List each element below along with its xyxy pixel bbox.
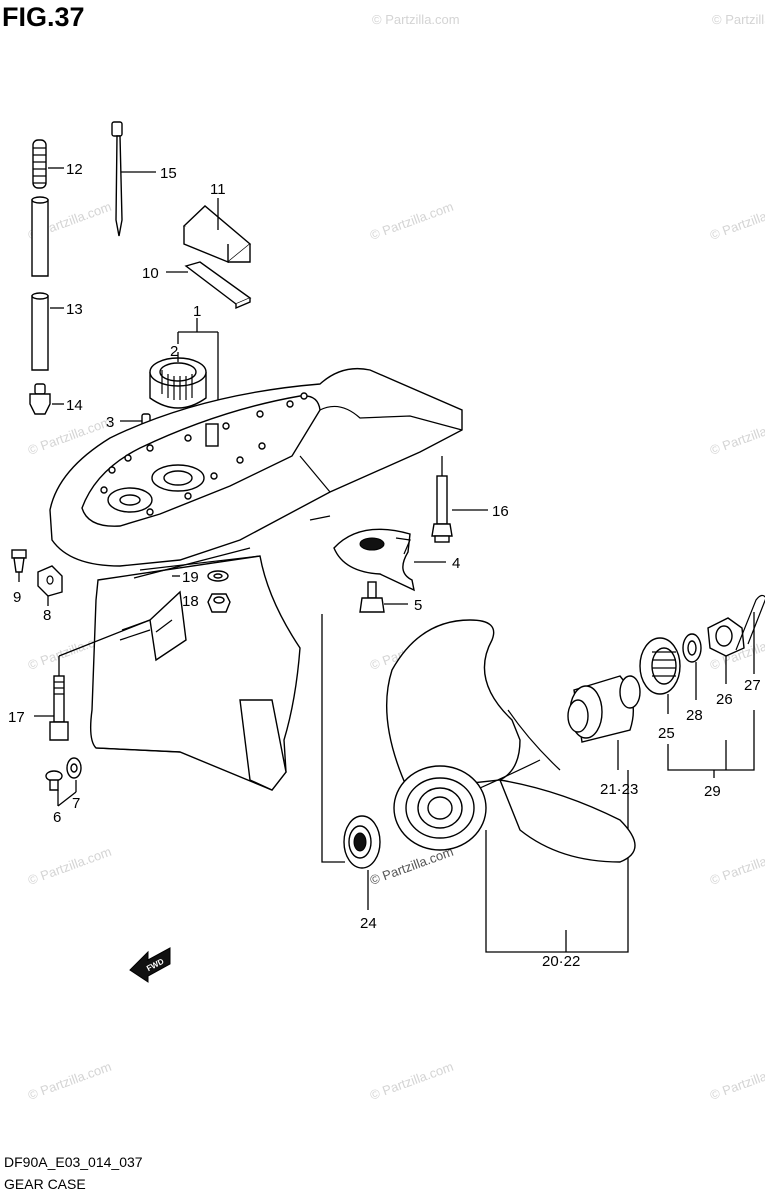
callout-19: 19 xyxy=(182,569,199,586)
part-2-bearing xyxy=(149,357,207,409)
callout-2: 2 xyxy=(170,343,178,360)
callout-25: 25 xyxy=(658,725,675,742)
part-6-bolt xyxy=(45,770,63,791)
part-21-bushing xyxy=(567,675,641,743)
callout-11: 11 xyxy=(210,181,226,198)
part-9-bolt xyxy=(11,549,27,573)
callout-18: 18 xyxy=(182,593,199,610)
watermark: © Partzilla.com xyxy=(372,12,460,27)
callout-4: 4 xyxy=(452,555,460,572)
part-17-bolt xyxy=(49,675,69,741)
callout-28: 28 xyxy=(686,707,703,724)
callout-20-22: 20·22 xyxy=(542,953,580,970)
part-11-block xyxy=(182,205,252,264)
callout-26: 26 xyxy=(716,691,733,708)
part-19-washer xyxy=(207,570,229,582)
callout-1: 1 xyxy=(193,303,201,320)
diagram-code: DF90A_E03_014_037 xyxy=(4,1154,143,1170)
callout-15: 15 xyxy=(160,165,177,182)
part-5-bolt xyxy=(359,581,385,613)
diagram-name: GEAR CASE xyxy=(4,1176,86,1192)
part-8-anode xyxy=(37,565,63,597)
part-27-cotter-pin xyxy=(735,594,765,651)
part-28-washer xyxy=(682,633,702,663)
watermark: © Partzilla.com xyxy=(708,1059,765,1103)
part-4-trim-tab xyxy=(333,528,415,592)
callout-29: 29 xyxy=(704,783,721,800)
part-16-bolt xyxy=(431,456,453,543)
callout-9: 9 xyxy=(13,589,21,606)
watermark: © Partzilla.com xyxy=(26,1059,113,1103)
watermark: © Partzilla.com xyxy=(368,1059,455,1103)
callout-7: 7 xyxy=(72,795,80,812)
part-25-spacer xyxy=(639,637,681,695)
callout-3: 3 xyxy=(106,414,114,431)
part-15-cable-tie xyxy=(111,121,123,237)
part-12-spring xyxy=(32,139,47,189)
part-18-nut xyxy=(207,593,231,613)
watermark: © Partzilla.com xyxy=(712,12,765,27)
callout-5: 5 xyxy=(414,597,422,614)
watermark: © Partzilla.com xyxy=(708,199,765,243)
part-10-plate xyxy=(184,261,252,310)
callout-14: 14 xyxy=(66,397,83,414)
part-13-tube xyxy=(31,196,49,371)
watermark: © Partzilla.com xyxy=(708,844,765,888)
watermark: © Partzilla.com xyxy=(708,414,765,458)
part-20-propeller xyxy=(385,619,636,863)
part-14-grommet xyxy=(29,383,51,415)
part-26-nut xyxy=(707,617,745,657)
callout-16: 16 xyxy=(492,503,509,520)
fwd-arrow-icon: FWD xyxy=(129,947,171,983)
callout-24: 24 xyxy=(360,915,377,932)
gear-case-housing xyxy=(49,367,463,791)
callout-labels: 12 15 11 10 13 1 2 14 3 16 4 19 18 9 8 5… xyxy=(8,161,761,970)
callout-17: 17 xyxy=(8,709,25,726)
callout-8: 8 xyxy=(43,607,51,624)
watermark: © Partzilla.com xyxy=(26,844,113,888)
figure-title: FIG.37 xyxy=(2,2,85,32)
callout-10: 10 xyxy=(142,265,159,282)
part-24-thrust-washer xyxy=(343,815,381,869)
callout-21-23: 21·23 xyxy=(600,781,638,798)
part-7-washer xyxy=(66,757,82,779)
watermark: © Partzilla.com xyxy=(368,199,455,243)
callout-27: 27 xyxy=(744,677,761,694)
callout-13: 13 xyxy=(66,301,83,318)
callout-12: 12 xyxy=(66,161,83,178)
callout-6: 6 xyxy=(53,809,61,826)
